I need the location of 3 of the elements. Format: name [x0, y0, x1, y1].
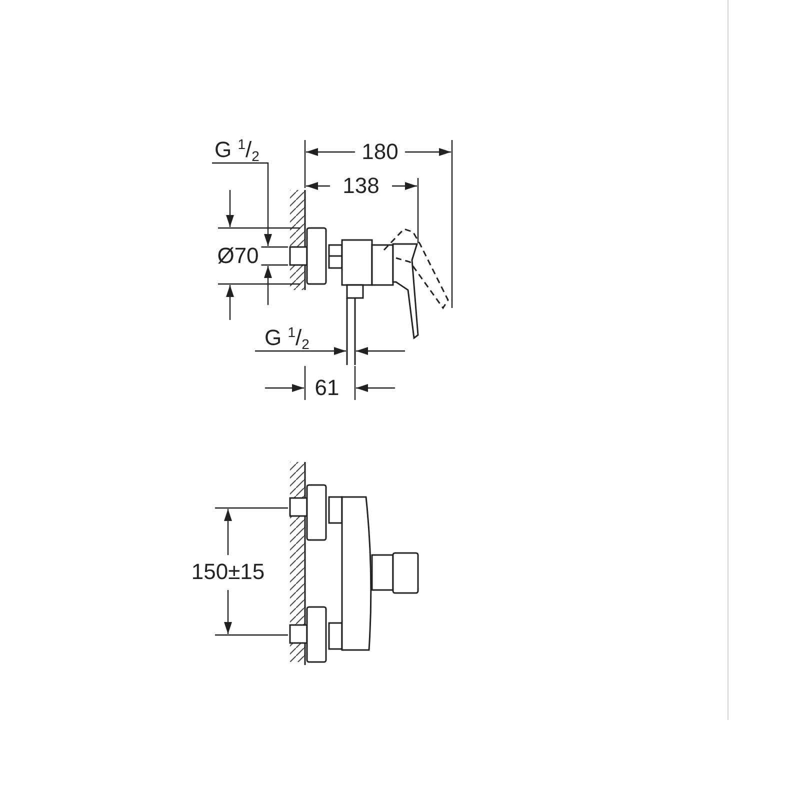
- thread-size-label: G $^{1}$/$_{2}$: [262, 326, 312, 350]
- thread-size-label: G $^{1}$/$_{2}$: [212, 138, 262, 162]
- dimension-label: Ø70: [215, 244, 261, 268]
